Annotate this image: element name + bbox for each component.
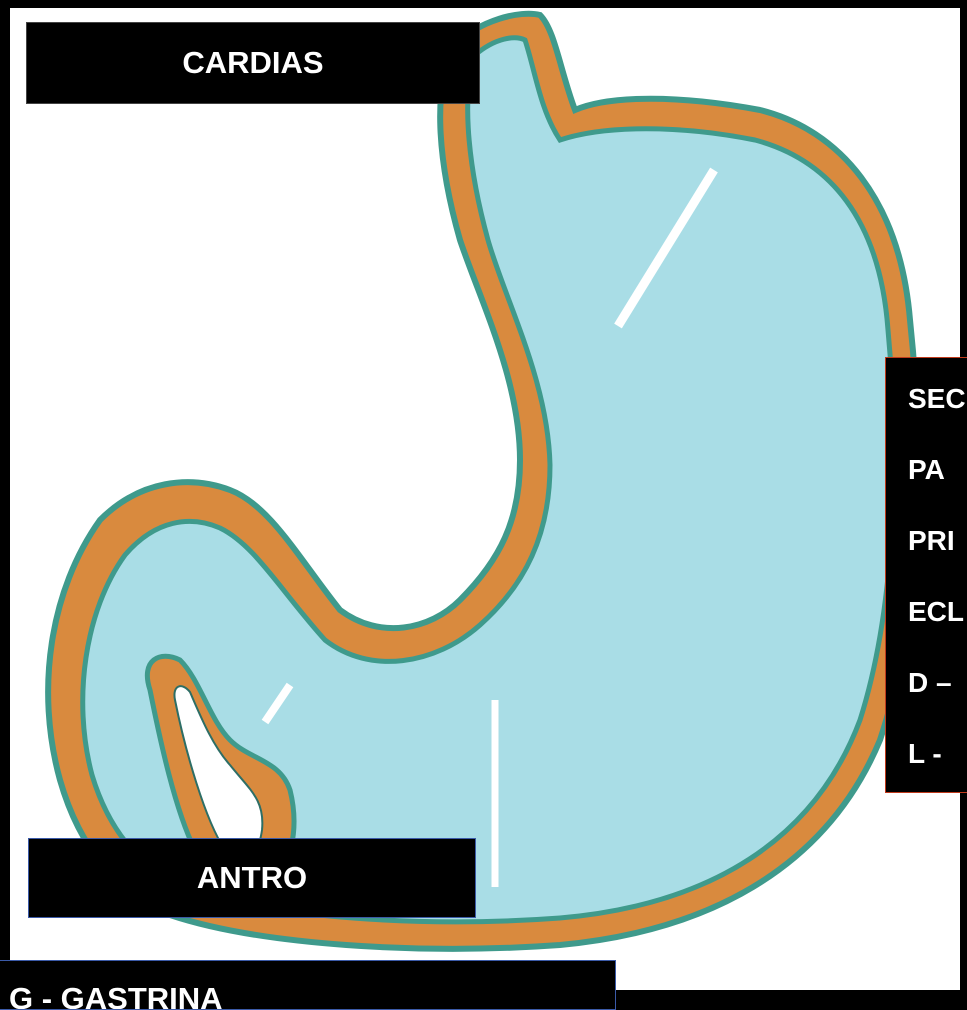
secretion-item: D – (908, 667, 952, 699)
secretion-item: PA (908, 454, 945, 486)
gastrina-label: G - GASTRINA (0, 960, 616, 1010)
secretion-item: SEC (908, 383, 966, 415)
secretion-panel: SEC PA PRI ECL D – L - (885, 357, 967, 793)
secretion-item: ECL (908, 596, 964, 628)
antro-label: ANTRO (28, 838, 476, 918)
secretion-item: L - (908, 738, 942, 770)
cardias-label: CARDIAS (26, 22, 480, 104)
secretion-item: PRI (908, 525, 955, 557)
